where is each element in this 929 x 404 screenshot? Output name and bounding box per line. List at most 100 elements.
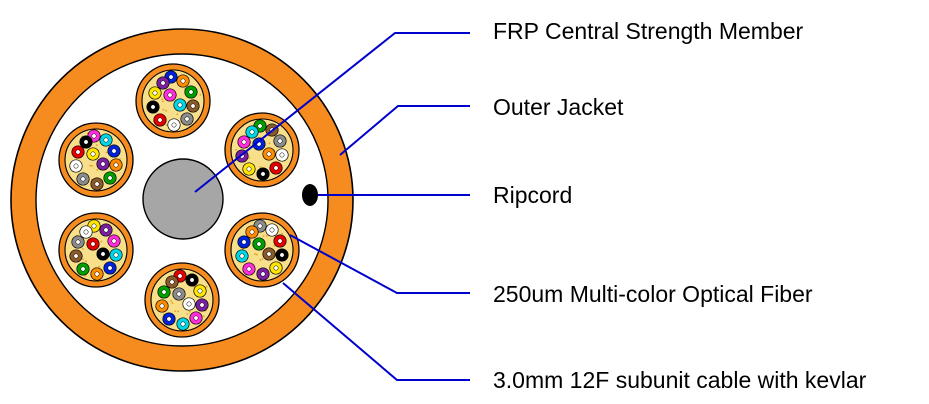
fiber-core <box>246 266 252 272</box>
fiber-core <box>100 161 106 167</box>
callout-lines <box>194 32 470 381</box>
fiber-core <box>186 301 192 307</box>
fiber-core <box>266 151 272 157</box>
fiber-core <box>189 277 195 283</box>
subunit-cables <box>58 63 300 338</box>
fiber-core <box>246 166 252 172</box>
fiber-core <box>279 152 285 158</box>
subunit-cable <box>224 112 300 188</box>
ripcord <box>302 184 318 206</box>
kevlar-fiber <box>205 285 208 288</box>
kevlar-fiber <box>165 109 168 112</box>
kevlar-fiber <box>261 258 264 260</box>
kevlar-fiber <box>100 240 103 243</box>
kevlar-fiber <box>96 169 99 171</box>
fiber-core <box>107 175 113 181</box>
fiber-core <box>197 288 203 294</box>
fiber-core <box>94 271 100 277</box>
fiber-core <box>113 252 119 258</box>
kevlar-fiber <box>186 313 189 315</box>
kevlar-fiber <box>98 265 100 268</box>
fiber-core <box>107 265 113 271</box>
fiber-core <box>103 137 109 143</box>
kevlar-fiber <box>202 315 205 317</box>
kevlar-fiber <box>171 302 174 305</box>
fiber-core <box>188 89 194 95</box>
callout-subunit <box>282 282 470 381</box>
fiber-core <box>273 265 279 271</box>
kevlar-fiber <box>174 310 177 312</box>
fiber-core <box>184 116 190 122</box>
kevlar-fiber <box>84 275 87 277</box>
subunit-cable <box>144 262 220 338</box>
fiber-core <box>171 122 177 128</box>
fiber-core <box>73 253 79 259</box>
kevlar-fiber <box>235 148 237 151</box>
fiber-core <box>239 253 245 259</box>
fiber-core <box>159 303 165 309</box>
fiber-core <box>193 315 199 321</box>
fiber-core <box>180 78 186 84</box>
fiber-core <box>161 289 167 295</box>
fiber-core <box>177 273 183 279</box>
fiber-core <box>256 241 262 247</box>
kevlar-fiber <box>82 248 84 250</box>
fiber-core <box>152 90 158 96</box>
fiber-core <box>75 239 81 245</box>
fiber-core <box>111 148 117 154</box>
kevlar-fiber <box>255 253 258 256</box>
kevlar-fiber <box>95 144 98 146</box>
kevlar-fiber <box>89 164 92 167</box>
kevlar-fiber <box>199 94 202 96</box>
kevlar-fiber <box>281 232 284 235</box>
fiber-core <box>91 223 97 229</box>
subunit-cable <box>58 122 134 198</box>
fiber-core <box>80 176 86 182</box>
kevlar-fiber <box>119 158 121 160</box>
fiber-core <box>91 133 97 139</box>
fiber-core <box>83 229 89 235</box>
fiber-core <box>100 251 106 257</box>
kevlar-fiber <box>262 235 265 238</box>
fiber-core <box>111 238 117 244</box>
fiber-core <box>90 241 96 247</box>
kevlar-fiber <box>170 300 173 302</box>
fiber-core <box>94 181 100 187</box>
fiber-core <box>241 239 247 245</box>
fiber-core <box>269 227 275 233</box>
subunit-cable <box>224 212 300 288</box>
kevlar-fiber <box>91 165 94 167</box>
fiber-core <box>166 316 172 322</box>
fiber-core <box>168 74 174 80</box>
fiber-core <box>257 223 263 229</box>
kevlar-fiber <box>259 259 262 261</box>
kevlar-fiber <box>105 151 108 154</box>
callout-frp <box>194 32 470 193</box>
kevlar-fiber <box>248 157 251 159</box>
fiber-core <box>167 92 173 98</box>
fiber-core <box>260 171 266 177</box>
kevlar-fiber <box>268 142 271 145</box>
subunit-cable <box>135 63 211 139</box>
kevlar-fiber <box>161 98 164 100</box>
frp-central-strength-member <box>142 158 224 240</box>
fiber-core <box>249 129 255 135</box>
fiber-core <box>266 251 272 257</box>
fiber-core <box>199 302 205 308</box>
fiber-core <box>273 165 279 171</box>
fiber-core <box>83 139 89 145</box>
callout-optical-fiber <box>289 234 470 294</box>
kevlar-fiber <box>273 244 276 247</box>
kevlar-fiber <box>188 310 191 313</box>
fiber-core <box>150 104 156 110</box>
fiber-core <box>277 138 283 144</box>
fiber-core <box>103 227 109 233</box>
kevlar-fiber <box>162 100 164 103</box>
fiber-core <box>73 163 79 169</box>
kevlar-fiber <box>85 260 87 262</box>
fiber-core <box>277 238 283 244</box>
fiber-core <box>169 279 175 285</box>
fiber-core <box>190 103 196 109</box>
fiber-core <box>279 252 285 258</box>
